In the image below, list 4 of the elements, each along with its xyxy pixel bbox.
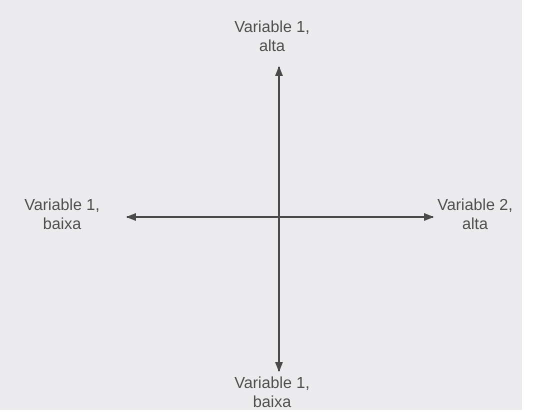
axis-label: Variable 1, baixa: [23, 196, 101, 234]
axis-label: Variable 1, alta: [233, 18, 311, 56]
axis-label: Variable 2, alta: [436, 196, 514, 234]
axis-label: Variable 1, baixa: [233, 374, 311, 412]
